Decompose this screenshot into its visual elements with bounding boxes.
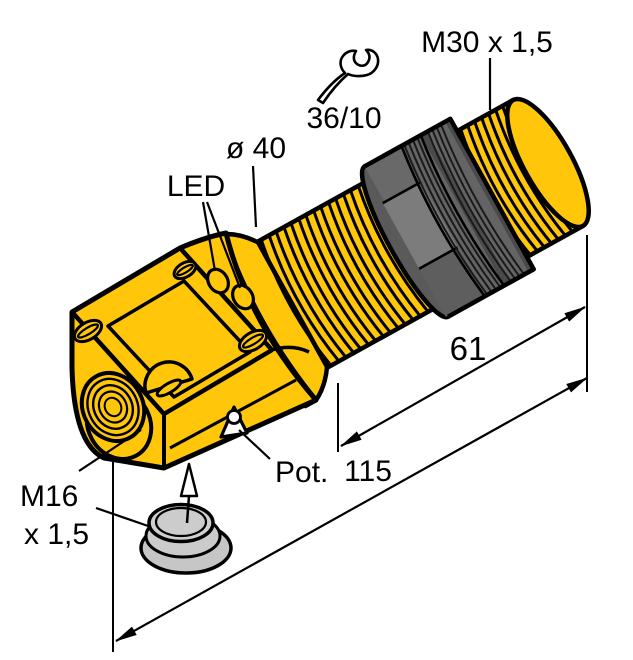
screw-slot <box>241 333 265 349</box>
led-window <box>231 283 255 311</box>
label-diameter: ø 40 <box>226 132 286 165</box>
led-window <box>206 267 230 295</box>
label-thread-spec: M30 x 1,5 <box>421 26 553 59</box>
dimension-lines <box>112 235 588 652</box>
screw-slot <box>76 323 100 339</box>
pot-screw <box>226 409 242 425</box>
hex-nut <box>359 116 536 320</box>
screw-slot <box>176 263 194 277</box>
arrow-head <box>179 462 199 498</box>
leader-led-1 <box>201 201 217 272</box>
leader-lines <box>78 58 492 529</box>
nut-outline <box>363 116 536 319</box>
wrench-icon <box>316 48 380 105</box>
sensing-face <box>505 96 591 230</box>
label-pot: Pot. <box>275 456 328 489</box>
leader-m16-cap <box>95 506 152 529</box>
screw <box>237 328 269 354</box>
label-dim-115: 115 <box>344 455 392 488</box>
label-m16-line1: M16 <box>20 480 78 513</box>
leader-m16-port <box>78 429 142 472</box>
screw <box>172 259 198 281</box>
knurl-band-edges <box>400 135 505 297</box>
led-indicators <box>206 267 255 311</box>
label-led: LED <box>167 170 225 203</box>
nut-facet-front <box>382 180 460 269</box>
leader-diameter <box>251 165 258 228</box>
cap-top-ring <box>154 506 208 538</box>
leader-led-2 <box>205 201 242 289</box>
dim-line-115 <box>115 377 588 642</box>
nut-facet-bottom <box>419 246 487 317</box>
collar-bottom-edge <box>271 345 310 354</box>
label-dim-61: 61 <box>450 330 487 367</box>
sensing-tip <box>453 96 591 261</box>
label-wrench-size: 36/10 <box>306 102 381 135</box>
leader-pot <box>238 429 271 460</box>
screw <box>72 318 104 344</box>
label-m16-line2: x 1,5 <box>24 518 89 551</box>
m16-cap <box>139 502 233 575</box>
wrench-shape <box>316 48 380 105</box>
